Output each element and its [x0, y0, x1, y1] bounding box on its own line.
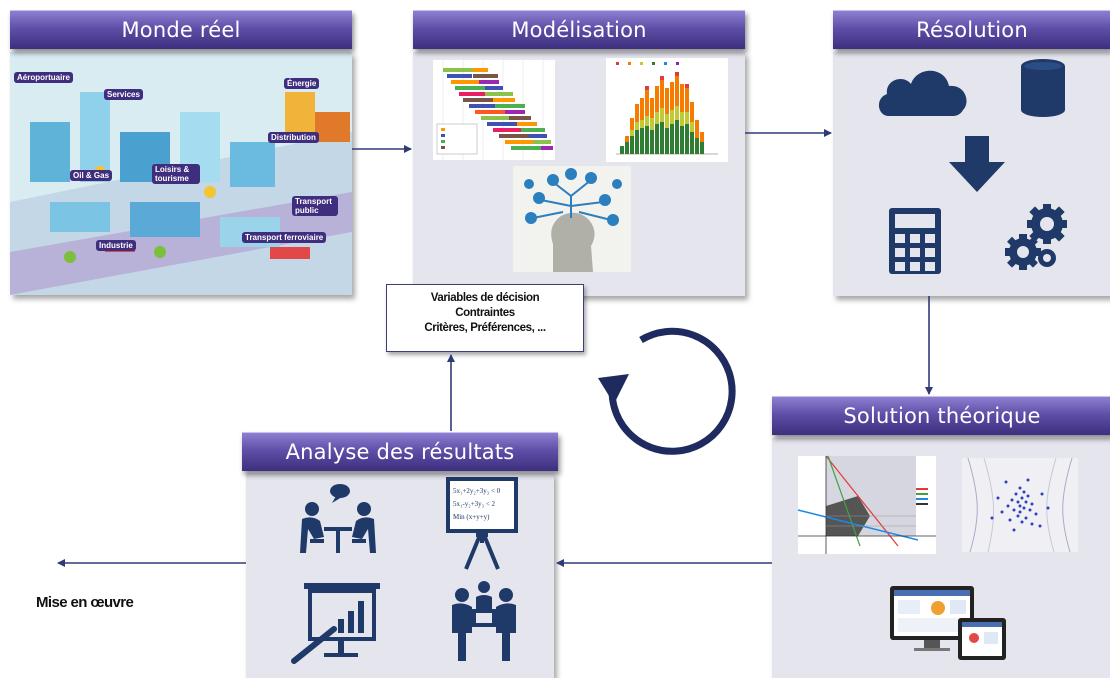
city-label-loisirs: Loisirs & tourisme [152, 164, 200, 184]
solution-panel [772, 438, 1110, 678]
model-elements-box: Variables de décision Contraintes Critèr… [386, 284, 584, 352]
linear-program-plot-image [797, 455, 936, 554]
mise-en-oeuvre-label: Mise en œuvre [36, 594, 134, 611]
head-tree-image [513, 166, 631, 272]
modelisation-panel [413, 52, 745, 296]
resolution-header: Résolution [833, 10, 1110, 49]
calculator-icon [889, 208, 941, 274]
city-label-distribution: Distribution [268, 132, 319, 143]
scatter-plot-image [962, 457, 1078, 553]
analyse-header: Analyse des résultats [242, 432, 558, 471]
discussion-icon [300, 484, 376, 553]
monde-reel-header: Monde réel [10, 10, 352, 49]
svg-text:5x₁-y₂+3y₃ < 2: 5x₁-y₂+3y₃ < 2 [453, 500, 496, 508]
team-meeting-icon [452, 581, 516, 661]
database-icon [1021, 59, 1065, 117]
city-label-oil-gas: Oil & Gas [70, 170, 113, 181]
svg-text:5x₁+2y₂+3y₃ < 0: 5x₁+2y₂+3y₃ < 0 [453, 487, 501, 495]
monde-reel-panel: Aéroportuaire Services Énergie Distribut… [10, 52, 352, 295]
city-label-services: Services [104, 89, 143, 100]
model-box-line2: Contraintes [455, 307, 515, 319]
city-illustration [10, 52, 352, 295]
presentation-icon [291, 583, 380, 664]
gantt-chart-image [433, 60, 555, 160]
analyse-panel: 5x₁+2y₂+3y₃ < 0 5x₁-y₂+3y₃ < 2 Min (x+y+… [246, 473, 554, 678]
dashboard-devices-image [890, 586, 1006, 660]
svg-text:Min (x+y+y): Min (x+y+y) [453, 513, 490, 521]
city-label-aeroportuaire: Aéroportuaire [14, 72, 73, 83]
resolution-panel [833, 52, 1110, 296]
city-label-transport-ferroviaire: Transport ferroviaire [242, 232, 327, 243]
solution-header: Solution théorique [772, 396, 1110, 435]
city-label-transport-public: Transport public [292, 196, 338, 216]
easel-formulas-icon: 5x₁+2y₂+3y₃ < 0 5x₁-y₂+3y₃ < 2 Min (x+y+… [446, 477, 518, 570]
gears-icon [1005, 204, 1067, 270]
model-box-line1: Variables de décision [430, 292, 540, 304]
modelisation-header: Modélisation [413, 10, 745, 49]
model-box-line3: Critères, Préférences, ... [424, 322, 546, 334]
cycle-arrow-icon [598, 327, 736, 455]
down-arrow-icon [949, 136, 1005, 192]
cloud-icon [878, 70, 967, 116]
city-label-energie: Énergie [284, 78, 320, 89]
histogram-image [606, 58, 728, 162]
city-label-industrie: Industrie [96, 240, 136, 251]
